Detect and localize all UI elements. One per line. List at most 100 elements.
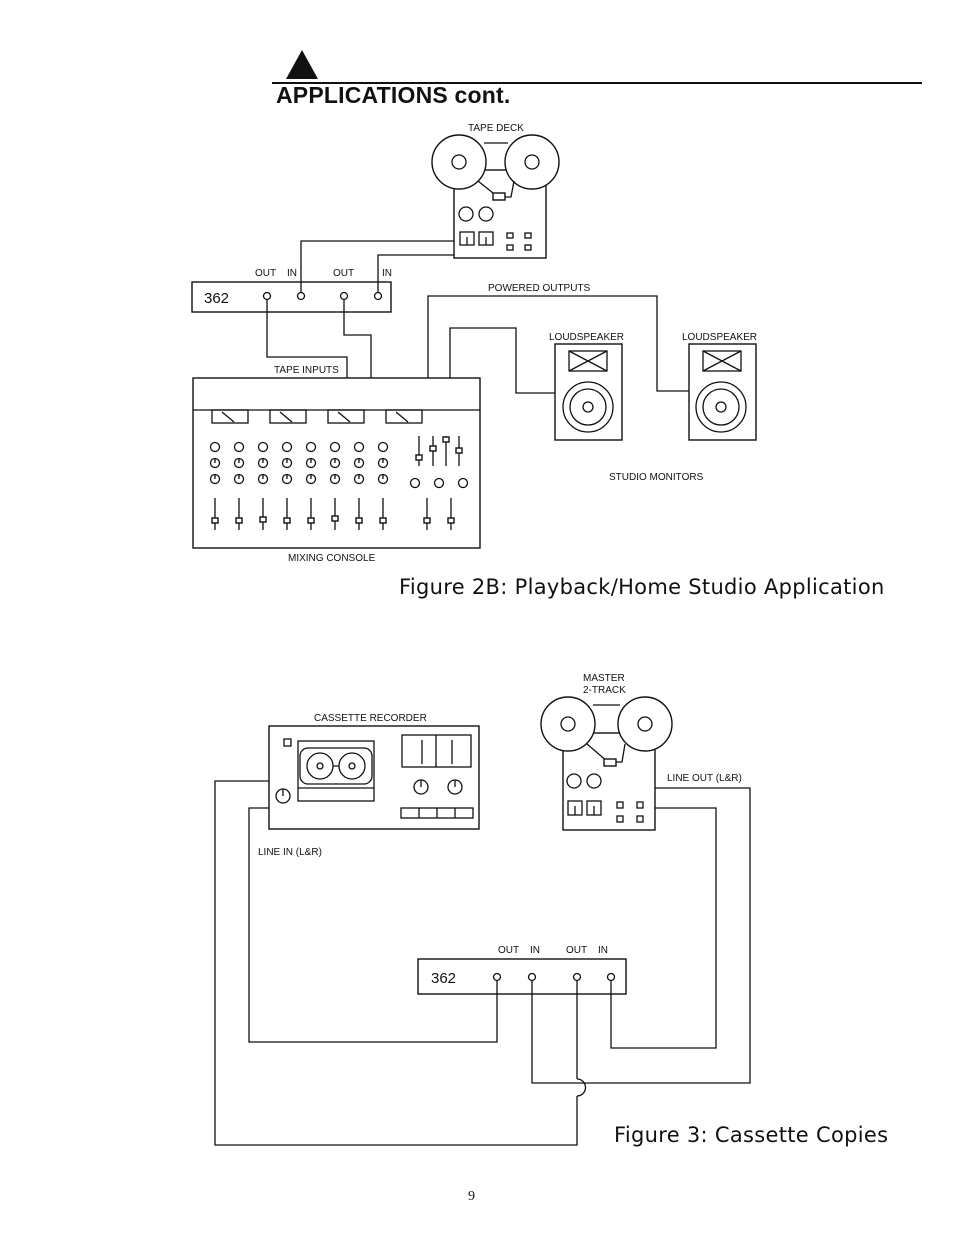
fader-icon (415, 436, 423, 466)
unit-362-top: 362 OUT IN OUT IN (191, 268, 392, 313)
unit-label: 362 (431, 970, 456, 987)
reel-icon (540, 696, 596, 752)
reel-icon (504, 134, 560, 190)
fader-icon (211, 498, 219, 530)
master-label: 2-TRACK (583, 685, 626, 696)
knob-icon (377, 457, 389, 469)
jack-out-label: OUT (333, 268, 354, 279)
line-in-label: LINE IN (L&R) (258, 847, 322, 858)
cassette-recorder-label: CASSETTE RECORDER (314, 713, 427, 724)
tape-inputs-label: TAPE INPUTS (274, 365, 339, 376)
figure-3-caption: Figure 3: Cassette Copies (614, 1123, 889, 1147)
figure-3: MASTER 2-TRACK LINE OUT (L&R) CASSETTE R… (214, 673, 751, 1146)
jack-out-label: OUT (566, 945, 587, 956)
cable (610, 807, 717, 1049)
knob-icon (377, 441, 389, 453)
jack (339, 291, 349, 301)
jack (373, 291, 383, 301)
jack (606, 972, 616, 982)
knob-icon (413, 779, 429, 795)
fader-icon (283, 498, 291, 530)
fader-icon (423, 498, 431, 530)
knob-icon (209, 457, 221, 469)
knob-icon (305, 457, 317, 469)
unit-362-bottom: 362 OUT IN OUT IN (417, 945, 627, 995)
triangle-logo-icon (286, 50, 318, 79)
fader-icon (379, 498, 387, 530)
knob-icon (329, 473, 341, 485)
jack-out-label: OUT (255, 268, 276, 279)
knob-icon (377, 473, 389, 485)
knob-icon (409, 477, 421, 489)
jack (492, 972, 502, 982)
unit-label: 362 (204, 290, 229, 307)
loudspeaker-right: LOUDSPEAKER (682, 332, 757, 441)
fader-bank (211, 436, 463, 530)
knob-icon (209, 473, 221, 485)
cable (377, 254, 454, 292)
knob-icon (257, 473, 269, 485)
jack-in-label: IN (530, 945, 540, 956)
knob-icon (209, 441, 221, 453)
fader-icon (331, 498, 339, 530)
jack-in-label: IN (287, 268, 297, 279)
jack (527, 972, 537, 982)
cable (343, 300, 372, 378)
knob-icon (329, 441, 341, 453)
meter-icon (211, 409, 249, 424)
knob-icon (281, 457, 293, 469)
knob-icon (281, 473, 293, 485)
cable (266, 300, 348, 378)
knob-icon (305, 473, 317, 485)
knob-icon (233, 441, 245, 453)
knob-icon (257, 457, 269, 469)
powered-outputs-label: POWERED OUTPUTS (488, 283, 591, 294)
figure-2b: TAPE DECK 362 OUT IN OUT IN (191, 123, 757, 564)
tape-deck: TAPE DECK (431, 123, 560, 259)
page-number: 9 (468, 1189, 475, 1204)
jack-out-label: OUT (498, 945, 519, 956)
knob-icon (281, 441, 293, 453)
reel-icon (617, 696, 673, 752)
cable-crossover (576, 1078, 587, 1097)
studio-monitors-label: STUDIO MONITORS (609, 472, 704, 483)
knob-icon (457, 477, 469, 489)
knob-icon (233, 473, 245, 485)
cable (531, 787, 751, 1084)
fader-icon (429, 436, 437, 466)
knob-icon (447, 779, 463, 795)
page-title: APPLICATIONS cont. (276, 82, 511, 108)
tape-deck-label: TAPE DECK (468, 123, 524, 134)
knob-icon (305, 441, 317, 453)
fader-icon (307, 498, 315, 530)
meter-icon (385, 409, 423, 424)
knob-icon (257, 441, 269, 453)
knob-icon (353, 441, 365, 453)
master-2-track: MASTER 2-TRACK (540, 673, 673, 831)
cable (427, 295, 689, 392)
jack (572, 972, 582, 982)
knob-icon (353, 473, 365, 485)
speaker-cone-icon (695, 381, 747, 433)
knob-icon (275, 788, 291, 804)
cable (300, 240, 454, 292)
cable (214, 780, 578, 1146)
knob-icon (329, 457, 341, 469)
knob-icon (433, 477, 445, 489)
knob-icon (233, 457, 245, 469)
cable (449, 327, 555, 394)
fader-icon (442, 436, 450, 466)
meter-icon (269, 409, 307, 424)
jack-in-label: IN (382, 268, 392, 279)
fader-icon (235, 498, 243, 530)
header-rule (272, 82, 922, 84)
line-out-label: LINE OUT (L&R) (667, 773, 742, 784)
loudspeaker-label: LOUDSPEAKER (549, 332, 624, 343)
mixing-console-label: MIXING CONSOLE (288, 553, 376, 564)
fader-icon (455, 436, 463, 466)
loudspeaker-left: LOUDSPEAKER (549, 332, 624, 441)
meter-icon (327, 409, 365, 424)
knob-icon (353, 457, 365, 469)
fader-icon (259, 498, 267, 530)
